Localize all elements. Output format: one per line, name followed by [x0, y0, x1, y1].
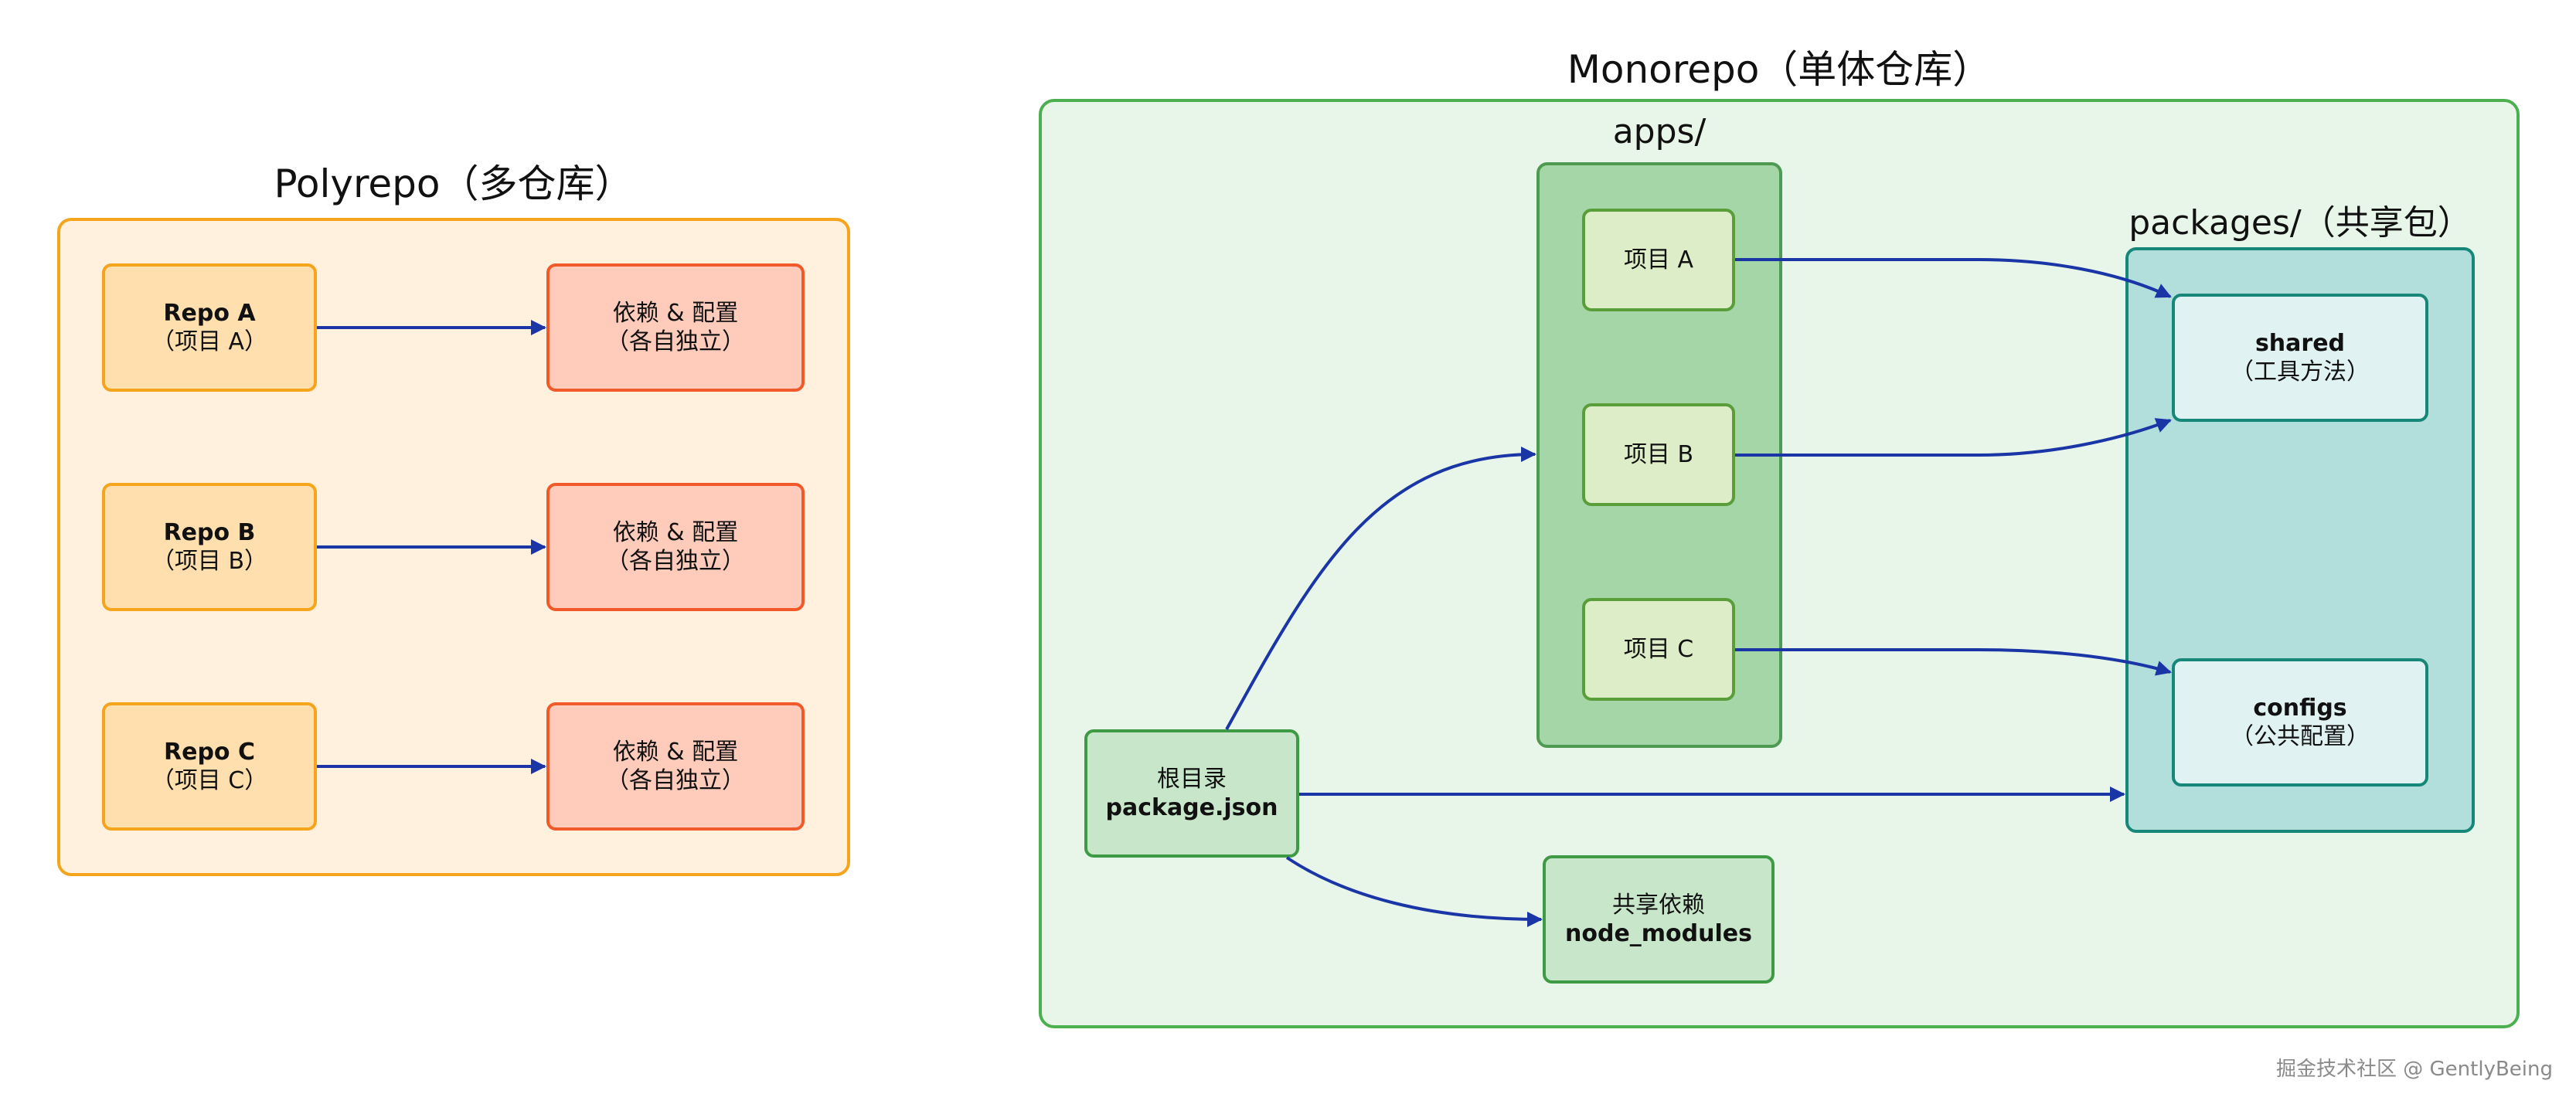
repo-a-deps-line2: （各自独立） [606, 328, 745, 355]
edge-app-b-to-shared [1735, 418, 2172, 457]
repo-c-name: Repo C [164, 738, 255, 766]
app-a-label: 项目 A [1623, 246, 1694, 274]
shared-package-node: shared （工具方法） [2172, 294, 2428, 422]
configs-package-node: configs （公共配置） [2172, 658, 2428, 787]
repo-b-name: Repo B [163, 518, 256, 546]
app-c-node: 项目 C [1582, 598, 1735, 701]
monorepo-title: Monorepo（单体仓库） [1567, 47, 1992, 92]
app-c-label: 项目 C [1623, 635, 1694, 663]
shared-package-desc: （工具方法） [2231, 358, 2370, 386]
polyrepo-title: Polyrepo（多仓库） [274, 161, 634, 206]
root-file: package.json [1105, 794, 1278, 821]
edge-app-c-to-configs [1735, 648, 2172, 676]
node-modules-dir: node_modules [1565, 920, 1752, 947]
repo-b-deps-node: 依赖 & 配置 （各自独立） [546, 483, 805, 611]
repo-c-deps-node: 依赖 & 配置 （各自独立） [546, 702, 805, 831]
repo-b-project: （项目 B） [151, 548, 268, 575]
root-label: 根目录 [1157, 765, 1227, 793]
node-modules-label: 共享依赖 [1612, 891, 1705, 919]
edge-app-a-to-shared [1735, 258, 2172, 298]
repo-c-project: （项目 C） [151, 767, 268, 794]
edge-root-to-apps [1225, 447, 1536, 730]
repo-b-deps-line2: （各自独立） [606, 548, 745, 575]
repo-a-deps-line1: 依赖 & 配置 [612, 299, 739, 327]
app-a-node: 项目 A [1582, 209, 1735, 311]
configs-package-name: configs [2253, 694, 2347, 722]
repo-a-node: Repo A （项目 A） [102, 263, 317, 392]
node-modules-node: 共享依赖 node_modules [1543, 855, 1775, 984]
repo-a-deps-node: 依赖 & 配置 （各自独立） [546, 263, 805, 392]
repo-a-name: Repo A [163, 299, 256, 327]
configs-package-desc: （公共配置） [2231, 723, 2370, 750]
repo-c-deps-line1: 依赖 & 配置 [612, 738, 739, 766]
repo-b-node: Repo B （项目 B） [102, 483, 317, 611]
root-package-json-node: 根目录 package.json [1084, 729, 1299, 858]
repo-c-deps-line2: （各自独立） [606, 767, 745, 794]
app-b-node: 项目 B [1582, 403, 1735, 506]
shared-package-name: shared [2254, 329, 2346, 357]
apps-title: apps/ [1612, 112, 1707, 151]
repo-a-project: （项目 A） [151, 328, 268, 355]
watermark: 掘金技术社区 @ GentlyBeing [2276, 1058, 2553, 1081]
app-b-label: 项目 B [1623, 440, 1694, 468]
edge-root-to-node-modules [1285, 856, 1543, 927]
packages-title: packages/（共享包） [2129, 203, 2472, 243]
repo-c-node: Repo C （项目 C） [102, 702, 317, 831]
repo-b-deps-line1: 依赖 & 配置 [612, 518, 739, 546]
